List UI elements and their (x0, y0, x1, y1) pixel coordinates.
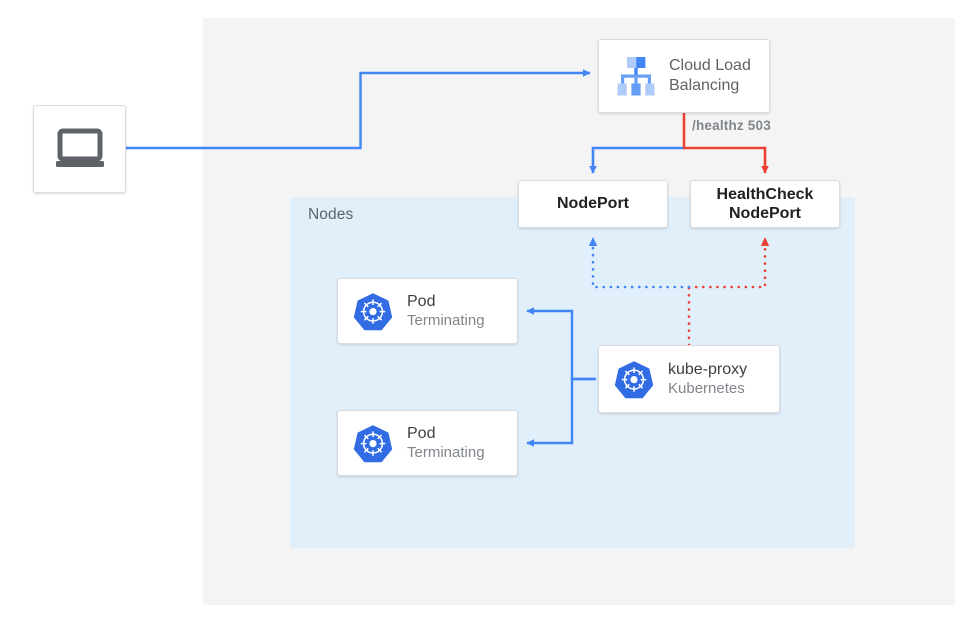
pod-box-1[interactable]: Pod Terminating (337, 278, 518, 344)
healthcheck-nodeport-label-line1: HealthCheck (716, 185, 814, 203)
pod-2-title: Pod (407, 425, 436, 443)
client-box[interactable] (33, 105, 126, 193)
kube-proxy-subtitle: Kubernetes (668, 379, 745, 397)
pod-1-text: Pod Terminating (407, 292, 485, 330)
kubernetes-icon (351, 423, 395, 463)
cloud-load-balancing-title-line2: Balancing (669, 77, 740, 94)
healthcheck-nodeport-box[interactable]: HealthCheck NodePort (690, 180, 840, 228)
healthcheck-nodeport-label: HealthCheck NodePort (691, 185, 839, 223)
pod-box-2[interactable]: Pod Terminating (337, 410, 518, 476)
cloud-load-balancing-text: Cloud Load Balancing (669, 56, 751, 95)
nodes-panel-label: Nodes (308, 206, 354, 223)
healthz-edge-label: /healthz 503 (692, 118, 771, 133)
pod-1-status: Terminating (407, 311, 485, 329)
laptop-icon (54, 128, 106, 170)
cloud-load-balancing-icon (611, 53, 661, 99)
kubernetes-icon (612, 359, 656, 399)
kube-proxy-text: kube-proxy Kubernetes (668, 360, 747, 398)
healthcheck-nodeport-label-line2: NodePort (729, 205, 801, 222)
pod-2-text: Pod Terminating (407, 424, 485, 462)
pod-1-title: Pod (407, 293, 436, 311)
cloud-load-balancing-title-line1: Cloud Load (669, 57, 751, 75)
kube-proxy-box[interactable]: kube-proxy Kubernetes (598, 345, 780, 413)
cloud-load-balancing-box[interactable]: Cloud Load Balancing (598, 39, 770, 113)
pod-2-status: Terminating (407, 443, 485, 461)
kube-proxy-title: kube-proxy (668, 361, 748, 379)
kubernetes-icon (351, 291, 395, 331)
nodeport-box[interactable]: NodePort (518, 180, 668, 228)
nodeport-label: NodePort (557, 195, 629, 213)
